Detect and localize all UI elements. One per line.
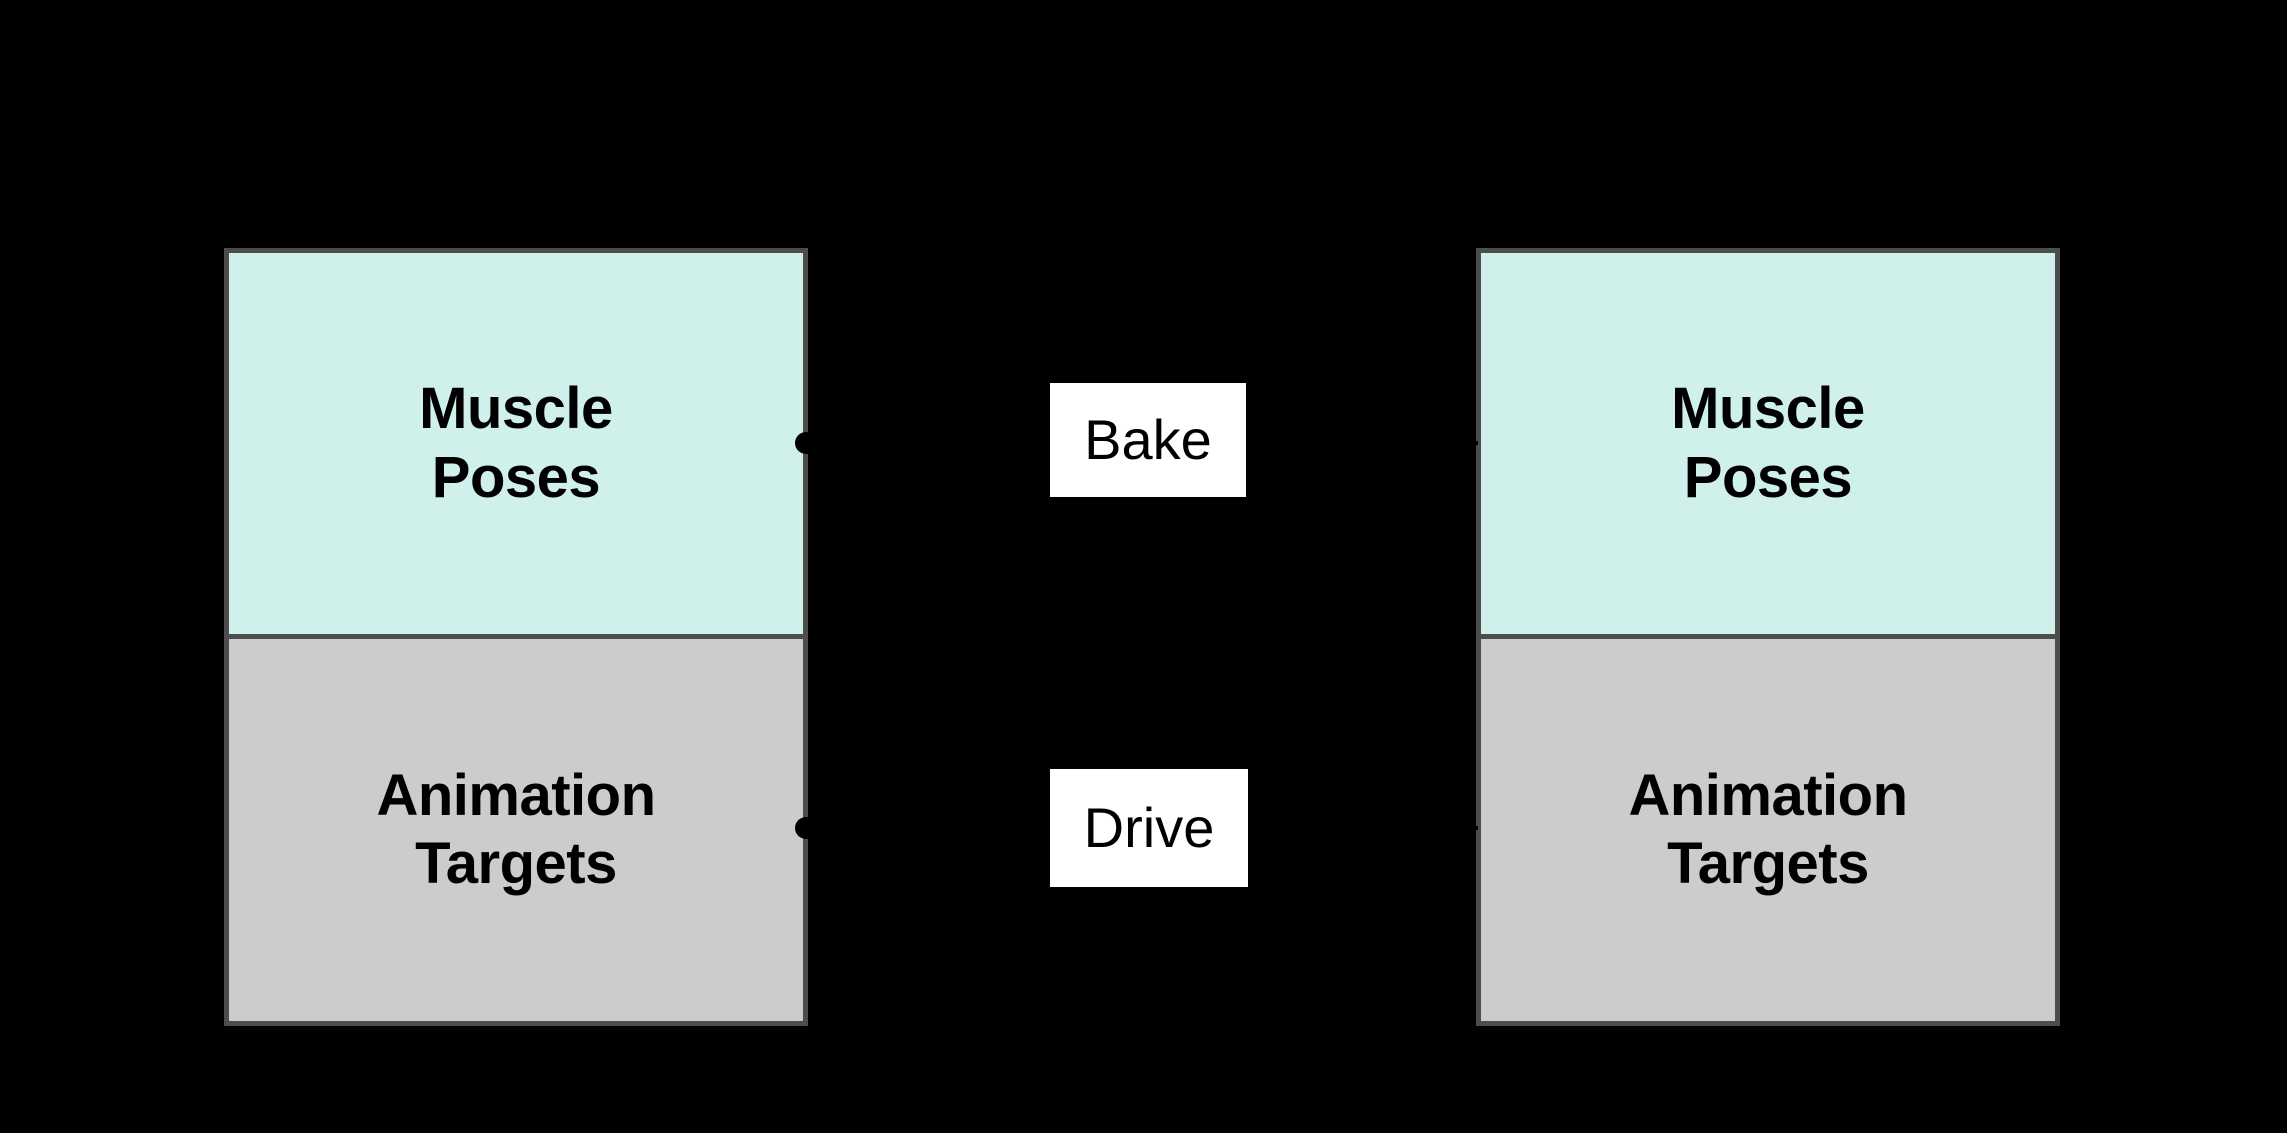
node-left-group[interactable]: Muscle Poses Animation Targets xyxy=(224,248,808,1026)
node-left-animation-targets[interactable]: Animation Targets xyxy=(229,634,803,1021)
node-label-line1: Animation xyxy=(1628,762,1908,828)
node-label-line1: Animation xyxy=(376,762,656,828)
node-left-muscle-poses[interactable]: Muscle Poses xyxy=(229,253,803,634)
node-label-line2: Poses xyxy=(431,444,601,510)
node-label-line1: Muscle xyxy=(1671,376,1865,442)
node-right-group[interactable]: Muscle Poses Animation Targets xyxy=(1476,248,2060,1026)
node-label-line2: Poses xyxy=(1683,444,1853,510)
edge-drive-source-dot-icon xyxy=(795,817,817,839)
node-label-line2: Targets xyxy=(415,831,617,896)
node-label-line1: Muscle xyxy=(419,376,613,442)
edge-bake-source-dot-icon xyxy=(795,432,817,454)
node-right-muscle-poses[interactable]: Muscle Poses xyxy=(1481,253,2055,634)
node-right-animation-targets[interactable]: Animation Targets xyxy=(1481,634,2055,1021)
edge-label-bake[interactable]: Bake xyxy=(1050,383,1246,497)
node-label-line2: Targets xyxy=(1667,831,1869,896)
edge-label-drive[interactable]: Drive xyxy=(1050,769,1248,887)
